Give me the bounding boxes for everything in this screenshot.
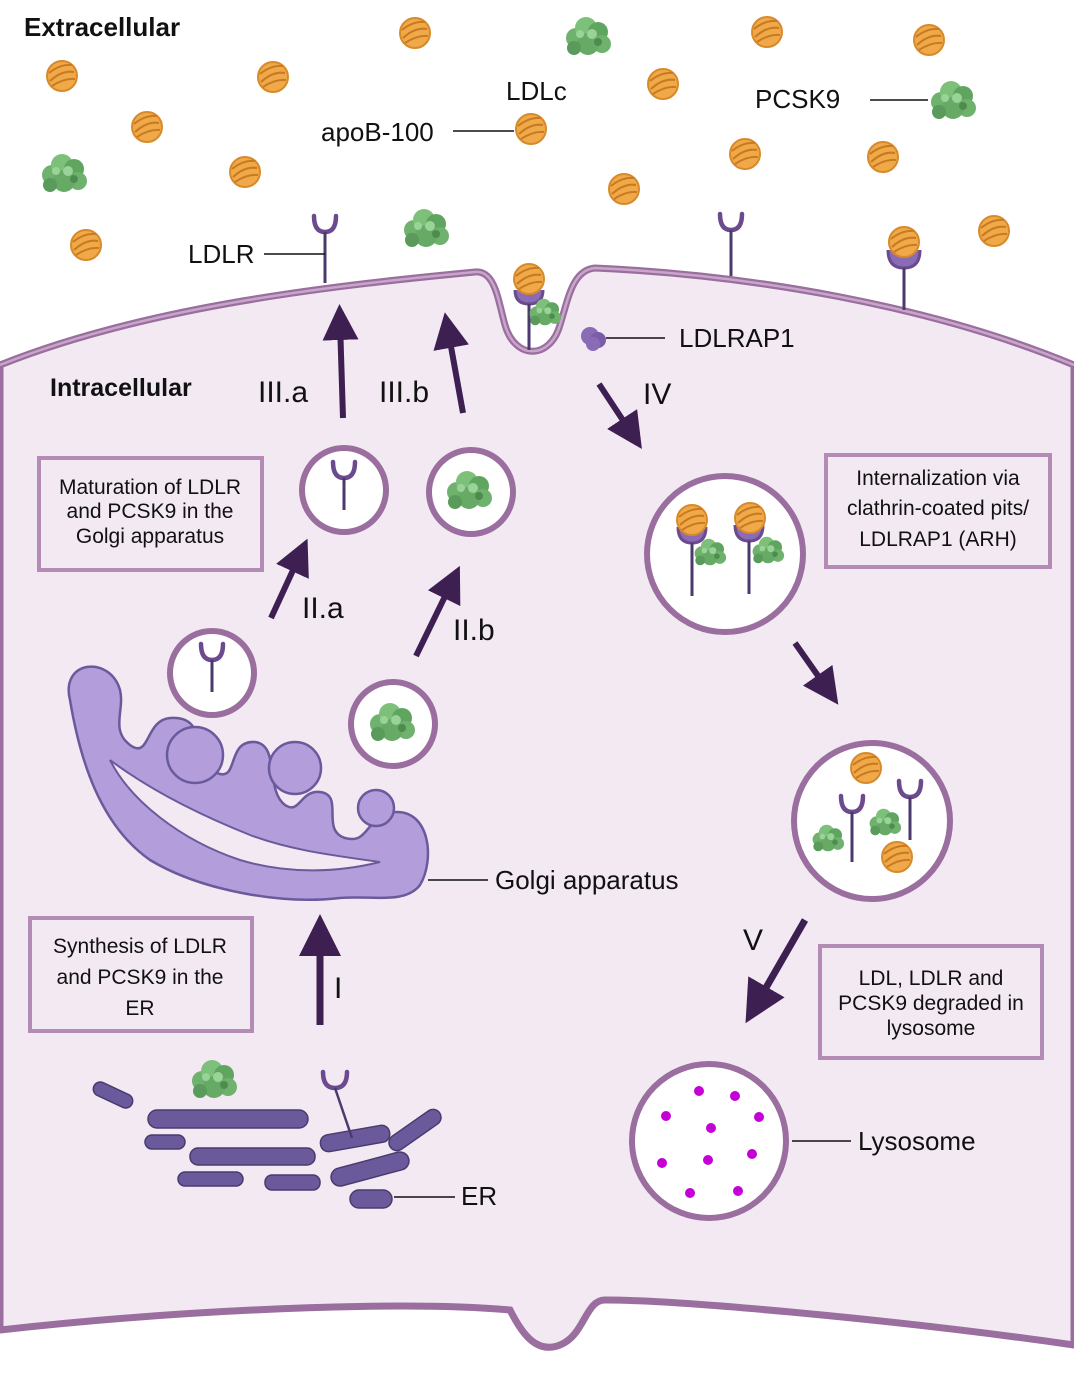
vesicle-pcsk9-golgi [348, 679, 438, 769]
er-ldlr [320, 1069, 354, 1139]
arrow-endosome [792, 641, 839, 705]
ldlc-label: LDLc [506, 76, 567, 106]
er-icon [92, 1081, 442, 1209]
pcsk9-label: PCSK9 [755, 84, 840, 114]
vesicle-ldlr-top [299, 445, 389, 535]
ldlr-label: LDLR [188, 239, 254, 269]
synthesis-line-2: and PCSK9 in the [57, 966, 224, 989]
synthesis-line-1: Synthesis of LDLR [53, 935, 227, 958]
step-v: V [743, 924, 763, 957]
step-iia: II.a [302, 592, 344, 625]
arrow-iia [268, 538, 309, 620]
ldlr-receptor-icon [314, 216, 336, 283]
degradation-line-2: PCSK9 degraded in [838, 992, 1024, 1015]
internalization-box: Internalization via clathrin-coated pits… [824, 453, 1052, 569]
internalization-line-3: LDLRAP1 (ARH) [859, 528, 1017, 551]
arrow-iiia [322, 304, 359, 419]
vesicle-ldlr-golgi [167, 628, 257, 718]
maturation-line-2: and PCSK9 in the [67, 500, 234, 523]
degradation-line-3: lysosome [887, 1017, 976, 1040]
extracellular-label: Extracellular [24, 12, 180, 42]
ldlr-receptor-right [720, 214, 742, 276]
ldlr-bound-ldl [886, 225, 922, 310]
ldlrap1-label: LDLRAP1 [679, 323, 795, 353]
arrow-iib [413, 565, 461, 658]
arrow-iv [596, 382, 642, 450]
internalization-line-1: Internalization via [856, 467, 1020, 490]
apob-label: apoB-100 [321, 117, 434, 147]
pit-complex [512, 262, 561, 350]
step-iiia: III.a [258, 376, 308, 409]
arrow-iiib [433, 312, 469, 414]
golgi-lumen [109, 759, 381, 872]
synthesis-line-3: ER [125, 997, 154, 1020]
intracellular-label: Intracellular [50, 374, 192, 402]
step-iv: IV [643, 378, 671, 411]
maturation-line-1: Maturation of LDLR [59, 476, 241, 499]
er-label: ER [461, 1181, 497, 1211]
step-i: I [334, 972, 342, 1005]
maturation-box: Maturation of LDLR and PCSK9 in the Golg… [37, 456, 264, 572]
apob-ldl-icon [514, 112, 548, 146]
endosome-late [791, 740, 953, 902]
internalization-line-2: clathrin-coated pits/ [847, 497, 1029, 520]
pcsk9-proteins [42, 17, 976, 247]
degradation-line-1: LDL, LDLR and [859, 967, 1004, 990]
vesicle-pcsk9-top [426, 447, 516, 537]
synthesis-box: Synthesis of LDLR and PCSK9 in the ER [28, 916, 254, 1033]
golgi-label: Golgi apparatus [495, 865, 679, 895]
degradation-box: LDL, LDLR and PCSK9 degraded in lysosome [818, 944, 1044, 1060]
ldlrap1-icon [581, 327, 606, 351]
golgi-icon [67, 665, 430, 901]
maturation-line-3: Golgi apparatus [76, 525, 224, 548]
endosome-clathrin [644, 473, 806, 635]
step-iiib: III.b [379, 376, 429, 409]
lysosome-icon [629, 1061, 789, 1221]
lysosome-label: Lysosome [858, 1126, 976, 1156]
arrow-v [745, 918, 809, 1024]
step-iib: II.b [453, 614, 495, 647]
